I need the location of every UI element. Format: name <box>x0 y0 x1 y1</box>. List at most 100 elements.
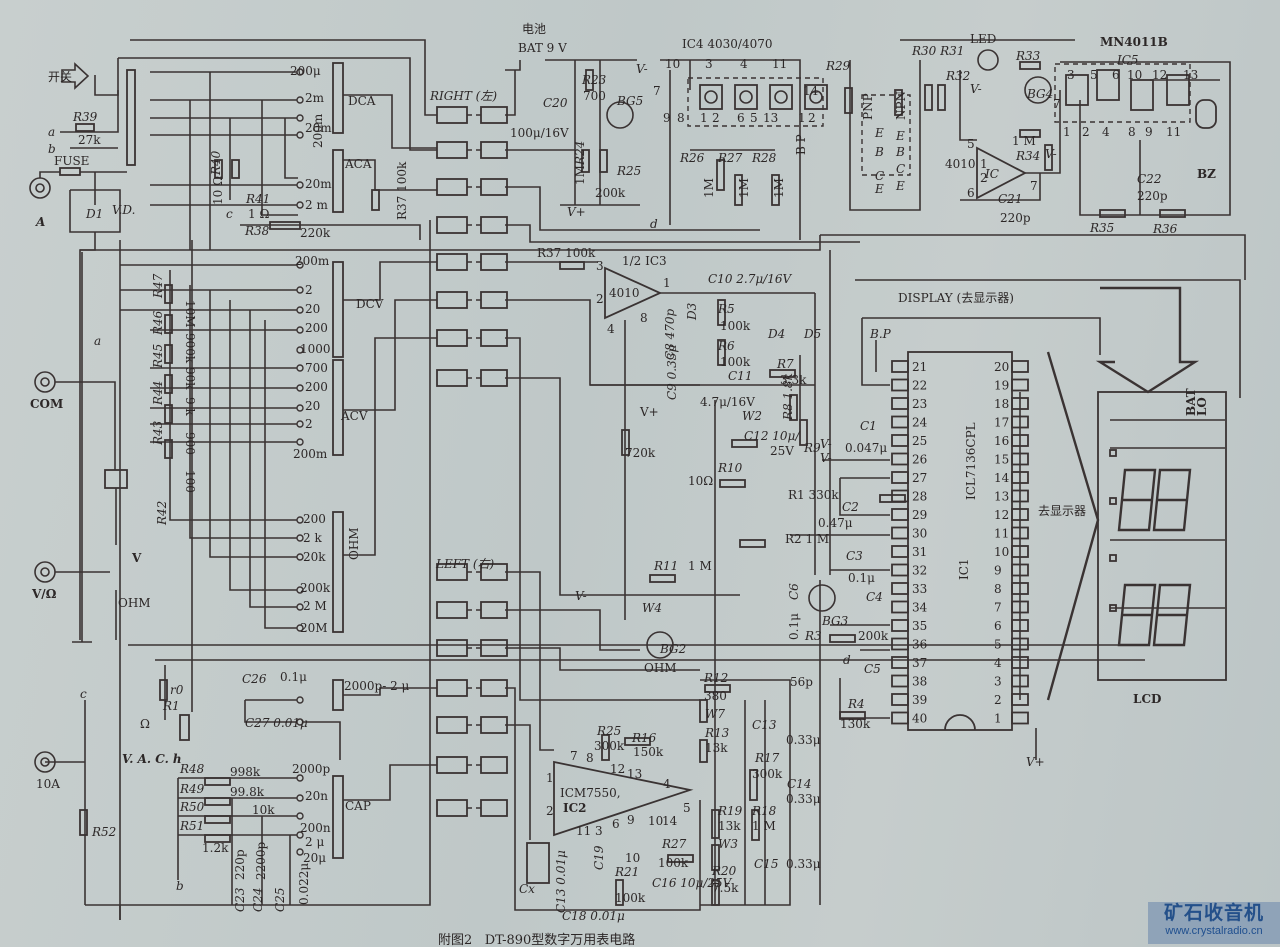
ic2-r27-label: R27 <box>661 837 687 851</box>
cx-socket[interactable] <box>526 842 550 884</box>
ic1-r1-label: R1 330k <box>788 488 839 502</box>
transistor-icon <box>606 101 634 129</box>
ic3-pins-3-label: 8 <box>640 311 648 325</box>
ic1-display-label: DISPLAY (去显示器) <box>898 291 1014 305</box>
wire <box>960 173 1041 201</box>
ic2-c16-label: C16 10μ/25V <box>652 876 733 890</box>
cap-section-ranges-0-label: 2000p <box>292 762 331 776</box>
wire <box>284 118 298 179</box>
wire <box>55 381 116 470</box>
switch-contact-left <box>436 329 468 347</box>
resistor-icon <box>894 89 903 116</box>
resistor-icon <box>1019 129 1041 138</box>
wire <box>343 337 437 556</box>
ic4-resistors-1-label: R27 <box>717 151 743 165</box>
switch-contact-right <box>480 253 508 271</box>
ic1-pin-left <box>891 656 909 669</box>
ic1-c6-val-label: 0.1μ <box>787 613 801 640</box>
ic2-r25-label: R25 <box>596 724 621 738</box>
ic4-bottom-pins-8-label: 2 <box>808 111 816 125</box>
jack-10a-icon[interactable] <box>34 751 56 773</box>
ic4-res-val-label: 1M <box>737 178 751 198</box>
ic2-name-label: IC2 <box>563 801 587 815</box>
buzzer-icon <box>1195 99 1217 129</box>
ic1-pin-right <box>1011 693 1029 706</box>
transistor-test-r30-31-label: R30 R31 <box>911 44 964 58</box>
resistor-icon <box>749 769 758 801</box>
ic1-c2-label: C2 <box>842 500 859 514</box>
ic1-left-pins-11-label: 32 <box>912 564 927 578</box>
lower-left-c-label: c <box>80 687 87 701</box>
led-section-pin1-label: 1 <box>980 157 988 171</box>
generated-parts <box>75 49 1192 906</box>
ic2-r25-val-label: 300k <box>594 739 625 753</box>
cap-section-values-3-label: 1.2k <box>202 841 229 855</box>
ic5-c22-val-label: 220p <box>1137 189 1168 203</box>
ic4-resistors-2-label: R28 <box>751 151 777 165</box>
ic1-c3-label: C3 <box>846 549 863 563</box>
xor-gate <box>769 84 793 110</box>
led-section-led-label: LED <box>970 32 996 46</box>
resistor-icon <box>371 189 380 211</box>
ohm-source-r17-label: R17 <box>754 751 780 765</box>
battery-section-battery-label: 电池 <box>522 22 546 36</box>
ic2-pins-14-label: 10 <box>625 851 640 865</box>
range-contact <box>296 404 304 412</box>
wire <box>505 337 700 701</box>
range-contact <box>296 831 304 839</box>
resistor-icon <box>716 159 725 191</box>
ic1-pin-left <box>891 378 909 392</box>
jack-com-icon[interactable] <box>34 371 56 393</box>
ic4-res-val-label: 1M <box>702 178 716 198</box>
lcd-lo-label: LO <box>1195 397 1209 416</box>
range-contact <box>296 181 304 189</box>
ic3-title-label: 1/2 IC3 <box>622 254 667 268</box>
ic1-c6-label: C6 <box>787 583 801 600</box>
ohm-source-r17-val-label: 300k <box>752 767 783 781</box>
range-contact <box>296 286 304 294</box>
resistor-icon <box>164 284 173 304</box>
battery-section-d-label: d <box>650 217 658 231</box>
wire <box>505 60 521 71</box>
ic1-pin-left <box>891 600 909 614</box>
ic4-top-pins-1-label: 3 <box>705 57 713 71</box>
resistor-icon <box>204 777 231 786</box>
ic4-outline <box>687 77 824 127</box>
ic2-pins-4-label: 4 <box>663 777 671 791</box>
ohm-section-ranges-3-label: 200k <box>300 581 331 595</box>
wire <box>343 687 437 696</box>
jack-a-icon[interactable] <box>29 177 51 199</box>
ic5-bottom-pins-1-label: 2 <box>1082 125 1090 139</box>
ic1-pin-right <box>1011 711 1029 725</box>
ic3-pins-1-label: 2 <box>596 292 604 306</box>
ic1-pin-right <box>1011 563 1029 577</box>
ic3-r37-label: R37 100k <box>537 246 596 260</box>
wire <box>1060 61 1231 216</box>
dcv-section-ranges-1-label: 2 <box>305 283 313 297</box>
ic2-pins-1-label: 8 <box>586 751 594 765</box>
resistor-icon <box>159 679 168 701</box>
resistor-icon <box>581 149 590 173</box>
input-section-b-label: b <box>48 142 56 156</box>
ic2-pins-12-label: 10 <box>648 814 663 828</box>
ic1-pin-right <box>1011 360 1029 373</box>
wire <box>209 290 298 558</box>
jack-vohm-icon[interactable] <box>34 561 56 583</box>
led-section-c21-val-label: 220p <box>1000 211 1031 225</box>
resistor-icon <box>739 539 766 548</box>
wire <box>169 270 298 521</box>
transistor-test-pins-1-label: B <box>874 145 884 159</box>
dcv-section-values-5-label: 100 <box>183 470 197 493</box>
ohm-section-ranges-5-label: 20M <box>300 621 328 635</box>
ic3-r11-label: R11 <box>653 559 678 573</box>
input-section-vd-label: V.D. <box>112 203 135 217</box>
wire <box>505 687 701 911</box>
ic1-left-pins-3-label: 24 <box>912 416 928 430</box>
led-opamp <box>976 146 1027 200</box>
battery-section-r24-label: R24 <box>573 141 587 166</box>
resistor-icon <box>585 69 594 91</box>
switch-contact-left <box>436 369 468 387</box>
dca-section-ranges-1-label: 2m <box>305 91 325 105</box>
